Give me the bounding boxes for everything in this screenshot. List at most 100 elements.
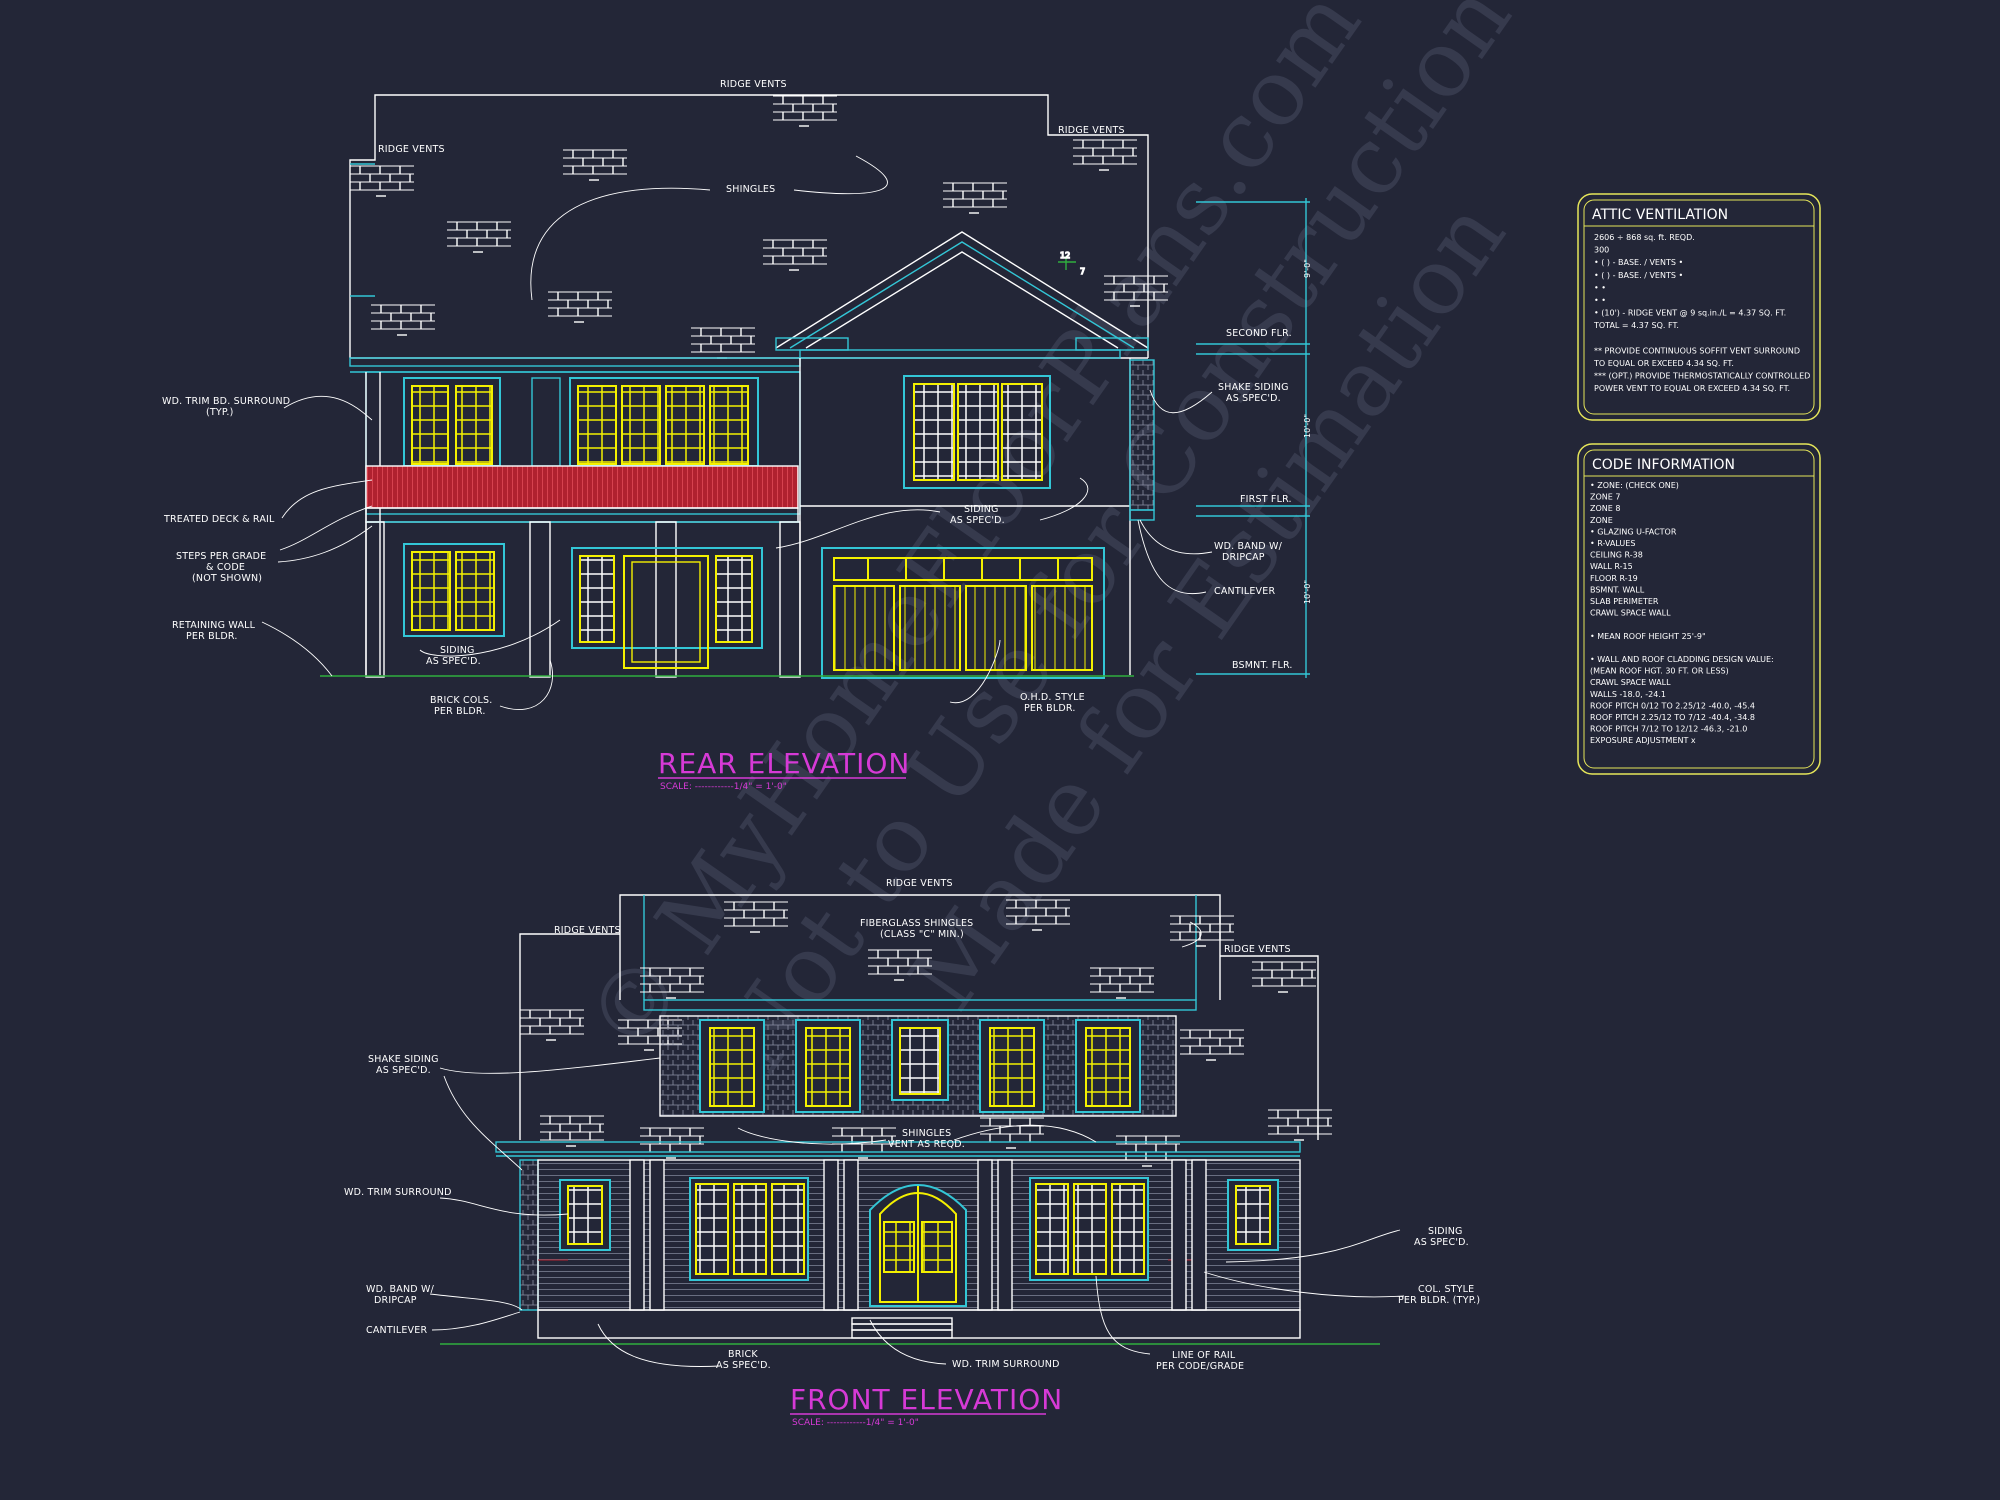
rear-steps-label-2: & CODE <box>206 562 245 573</box>
front-shake-label-1: SHAKE SIDING <box>368 1054 439 1065</box>
front-elevation <box>429 894 1405 1367</box>
front-brick-label-2: AS SPEC'D. <box>716 1360 771 1371</box>
front-rail-label-2: PER CODE/GRADE <box>1156 1361 1244 1372</box>
rear-siding-mid-2: AS SPEC'D. <box>950 515 1005 526</box>
attic_panel-line: • • <box>1594 283 1606 292</box>
rear-retaining-label-2: PER BLDR. <box>186 631 238 642</box>
front-shake-label-2: AS SPEC'D. <box>376 1065 431 1076</box>
rear-elevation-scale: SCALE: ------------1/4" = 1'-0" <box>660 782 787 792</box>
code_panel-line: ZONE 7 <box>1590 493 1620 502</box>
rear-shingles-label: SHINGLES <box>726 184 775 195</box>
attic-panel-lines: 2606 ÷ 868 sq. ft. REQD. 300 • ( ) - BASE.… <box>1593 233 1810 393</box>
code_panel-line: • MEAN ROOF HEIGHT 25'-9" <box>1590 632 1706 641</box>
rear-dim-3: 10'-0" <box>1303 580 1312 604</box>
code_panel-line: ZONE <box>1590 516 1613 525</box>
front-fiberglass-label-1: FIBERGLASS SHINGLES <box>860 918 973 929</box>
rear-steps-label-3: (NOT SHOWN) <box>192 573 262 584</box>
code_panel-line: CRAWL SPACE WALL <box>1590 609 1671 618</box>
rear-ohd-label-1: O.H.D. STYLE <box>1020 692 1085 703</box>
attic_panel-line: • ( ) - BASE. / VENTS • <box>1594 258 1683 267</box>
code_panel-line: SLAB PERIMETER <box>1590 597 1659 606</box>
front-ridge-vents-right: RIDGE VENTS <box>1224 944 1291 955</box>
front-shingles-label-1: SHINGLES <box>902 1128 951 1139</box>
rear-dim-2: 10'-0" <box>1303 414 1312 438</box>
code_panel-line: ROOF PITCH 7/12 TO 12/12 -46.3, -21.0 <box>1590 725 1747 734</box>
rear-cantilever-label: CANTILEVER <box>1214 586 1275 597</box>
rear-ridge-vents-right: RIDGE VENTS <box>1058 125 1125 136</box>
rear-labels: RIDGE VENTS RIDGE VENTS RIDGE VENTS SHIN… <box>162 79 1312 792</box>
front-rail-label-1: LINE OF RAIL <box>1172 1350 1236 1361</box>
attic_panel-line: • • <box>1594 296 1606 305</box>
code_panel-line: WALLS -18.0, -24.1 <box>1590 690 1666 699</box>
rear-ohd-label-2: PER BLDR. <box>1024 703 1076 714</box>
rear-deck-rail <box>365 465 799 509</box>
attic-panel-title: ATTIC VENTILATION <box>1592 207 1728 223</box>
rear-trim-label-1: WD. TRIM BD. SURROUND <box>162 396 290 407</box>
rear-band-label-1: WD. BAND W/ <box>1214 541 1283 552</box>
front-fiberglass-label-2: (CLASS "C" MIN.) <box>880 929 964 940</box>
attic_panel-line: TOTAL = 4.37 SQ. FT. <box>1593 321 1679 330</box>
code_panel-line: ZONE 8 <box>1590 504 1620 513</box>
rear-pitch-run: 7 <box>1080 267 1085 276</box>
code_panel-line: FLOOR R-19 <box>1590 574 1638 583</box>
front-roof-outline <box>619 894 1221 1000</box>
rear-ridge-vents-top: RIDGE VENTS <box>720 79 787 90</box>
code_panel-line: WALL R-15 <box>1590 562 1633 571</box>
front-col-label-2: PER BLDR. (TYP.) <box>1398 1295 1480 1306</box>
front-elevation-scale: SCALE: ------------1/4" = 1'-0" <box>792 1418 919 1428</box>
attic_panel-line: • (10') - RIDGE VENT @ 9 sq.in./L = 4.37… <box>1594 309 1786 318</box>
code_panel-line: • R-VALUES <box>1590 539 1635 548</box>
front-siding-label-2: AS SPEC'D. <box>1414 1237 1469 1248</box>
attic-ventilation-panel: ATTIC VENTILATION 2606 ÷ 868 sq. ft. REQ… <box>1577 193 1821 421</box>
front-ridge-vents-left: RIDGE VENTS <box>554 925 621 936</box>
rear-ridge-vents-left: RIDGE VENTS <box>378 144 445 155</box>
rear-first-flr-label: FIRST FLR. <box>1240 494 1292 505</box>
front-elevation-title: FRONT ELEVATION <box>790 1383 1063 1416</box>
front-cantilever-label: CANTILEVER <box>366 1325 427 1336</box>
code_panel-line: (MEAN ROOF HGT. 30 FT. OR LESS) <box>1590 667 1729 676</box>
rear-trim-label-2: (TYP.) <box>206 407 234 418</box>
front-brick-label-1: BRICK <box>728 1349 758 1360</box>
attic_panel-line: 300 <box>1594 246 1609 255</box>
rear-brick-label-2: PER BLDR. <box>434 706 486 717</box>
rear-pitch-rise: 12 <box>1060 251 1070 260</box>
rear-dim-1: 9'-0" <box>1303 259 1312 278</box>
code_panel-line: EXPOSURE ADJUSTMENT x <box>1590 736 1696 745</box>
attic_panel-line: 2606 ÷ 868 sq. ft. REQD. <box>1594 233 1695 242</box>
front-band-label-2: DRIPCAP <box>374 1295 417 1306</box>
attic_panel-line: *** (OPT.) PROVIDE THERMOSTATICALLY CONT… <box>1594 372 1810 381</box>
rear-shake-label-2: AS SPEC'D. <box>1226 393 1281 404</box>
attic_panel-line: POWER VENT TO EQUAL OR EXCEED 4.34 SQ. F… <box>1594 384 1790 393</box>
code_panel-line: • ZONE: (CHECK ONE) <box>1590 481 1679 490</box>
code_panel-line: BSMNT. WALL <box>1590 585 1645 594</box>
rear-deck-label: TREATED DECK & RAIL <box>163 514 275 525</box>
code_panel-line: CRAWL SPACE WALL <box>1590 678 1671 687</box>
rear-retaining-label-1: RETAINING WALL <box>172 620 256 631</box>
rear-siding-mid-1: SIDING <box>964 504 999 515</box>
code_panel-line: ROOF PITCH 0/12 TO 2.25/12 -40.0, -45.4 <box>1590 701 1755 710</box>
attic_panel-line: ** PROVIDE CONTINUOUS SOFFIT VENT SURROU… <box>1594 346 1800 355</box>
rear-bsmnt-flr-label: BSMNT. FLR. <box>1232 660 1293 671</box>
rear-shake-label-1: SHAKE SIDING <box>1218 382 1289 393</box>
front-trim-label: WD. TRIM SURROUND <box>344 1187 452 1198</box>
code_panel-line: CEILING R-38 <box>1590 551 1643 560</box>
code_panel-line: • GLAZING U-FACTOR <box>1590 527 1677 536</box>
rear-brick-label-1: BRICK COLS. <box>430 695 492 706</box>
code_panel-line: ROOF PITCH 2.25/12 TO 7/12 -40.4, -34.8 <box>1590 713 1755 722</box>
rear-siding-lower-2: AS SPEC'D. <box>426 656 481 667</box>
front-col-label-1: COL. STYLE <box>1418 1284 1474 1295</box>
front-band-label-1: WD. BAND W/ <box>366 1284 435 1295</box>
rear-second-flr-label: SECOND FLR. <box>1226 328 1292 339</box>
attic_panel-line: TO EQUAL OR EXCEED 4.34 SQ. FT. <box>1593 359 1734 368</box>
front-labels: RIDGE VENTS RIDGE VENTS RIDGE VENTS FIBE… <box>344 878 1480 1428</box>
code-panel-lines: • ZONE: (CHECK ONE) ZONE 7 ZONE 8 ZONE • … <box>1590 481 1774 745</box>
rear-siding-lower-1: SIDING <box>440 645 475 656</box>
rear-elevation-title: REAR ELEVATION <box>658 747 910 780</box>
front-siding-label-1: SIDING <box>1428 1226 1463 1237</box>
rear-band-label-2: DRIPCAP <box>1222 552 1265 563</box>
front-trim-bottom-label: WD. TRIM SURROUND <box>952 1359 1060 1370</box>
attic_panel-line: • ( ) - BASE. / VENTS • <box>1594 271 1683 280</box>
code-information-panel: CODE INFORMATION • ZONE: (CHECK ONE) ZON… <box>1577 443 1821 775</box>
rear-roof-outline <box>349 94 1149 358</box>
